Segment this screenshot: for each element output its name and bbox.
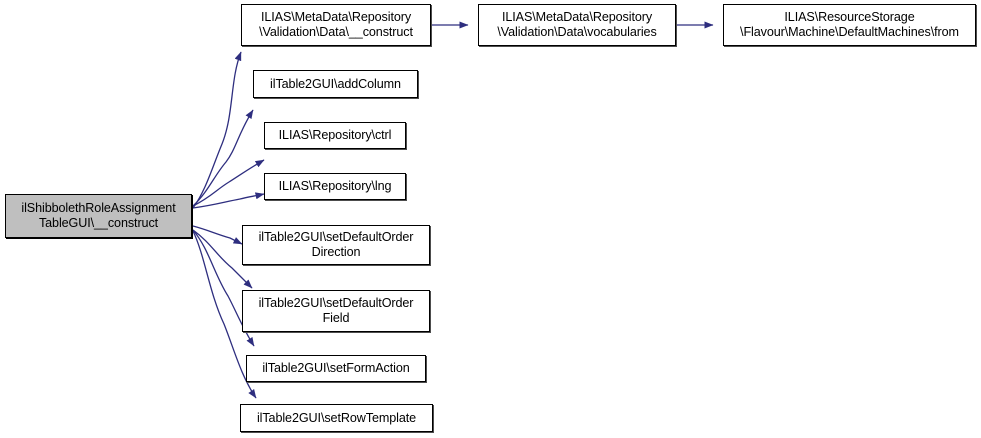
graph-node-label: ilTable2GUI\setFormAction [262, 361, 410, 375]
graph-edge-root-to-add_column [192, 109, 254, 207]
graph-node-add_column[interactable]: ilTable2GUI\addColumn [253, 70, 418, 98]
graph-edge-root-to-repo_lng [192, 192, 265, 209]
graph-edge-root-to-md_construct [192, 51, 242, 209]
graph-node-repo_ctrl[interactable]: ILIAS\Repository\ctrl [264, 122, 406, 149]
graph-node-set_row_template[interactable]: ilTable2GUI\setRowTemplate [240, 404, 433, 432]
graph-node-rs_default_machines_from[interactable]: ILIAS\ResourceStorage \Flavour\Machine\D… [723, 4, 976, 46]
graph-node-repo_lng[interactable]: ILIAS\Repository\lng [264, 173, 406, 200]
graph-node-md_vocabularies[interactable]: ILIAS\MetaData\Repository \Validation\Da… [478, 4, 676, 46]
graph-node-label: ilShibbolethRoleAssignment TableGUI\__co… [21, 201, 176, 230]
graph-node-label: ILIAS\MetaData\Repository \Validation\Da… [259, 10, 413, 39]
graph-node-label: ilTable2GUI\setRowTemplate [256, 410, 417, 425]
graph-node-set_default_order_field[interactable]: ilTable2GUI\setDefaultOrder Field [242, 290, 430, 332]
graph-node-label: ILIAS\MetaData\Repository \Validation\Da… [497, 10, 657, 39]
graph-node-label: ilTable2GUI\setDefaultOrder Field [258, 296, 414, 325]
graph-node-set_default_order_direction[interactable]: ilTable2GUI\setDefaultOrder Direction [242, 225, 430, 265]
graph-node-md_construct[interactable]: ILIAS\MetaData\Repository \Validation\Da… [241, 4, 431, 46]
graph-node-label: ilTable2GUI\setDefaultOrder Direction [258, 230, 414, 259]
graph-node-set_form_action[interactable]: ilTable2GUI\setFormAction [246, 355, 426, 382]
graph-edge-root-to-repo_ctrl [192, 159, 265, 207]
graph-node-label: ILIAS\ResourceStorage \Flavour\Machine\D… [740, 10, 959, 39]
graph-node-label: ilTable2GUI\addColumn [270, 76, 401, 91]
graph-node-root[interactable]: ilShibbolethRoleAssignment TableGUI\__co… [5, 194, 192, 238]
graph-node-label: ILIAS\Repository\ctrl [278, 128, 392, 142]
graph-node-label: ILIAS\Repository\lng [278, 179, 392, 193]
graph-edge-root-to-set_default_order_direction [192, 225, 243, 245]
